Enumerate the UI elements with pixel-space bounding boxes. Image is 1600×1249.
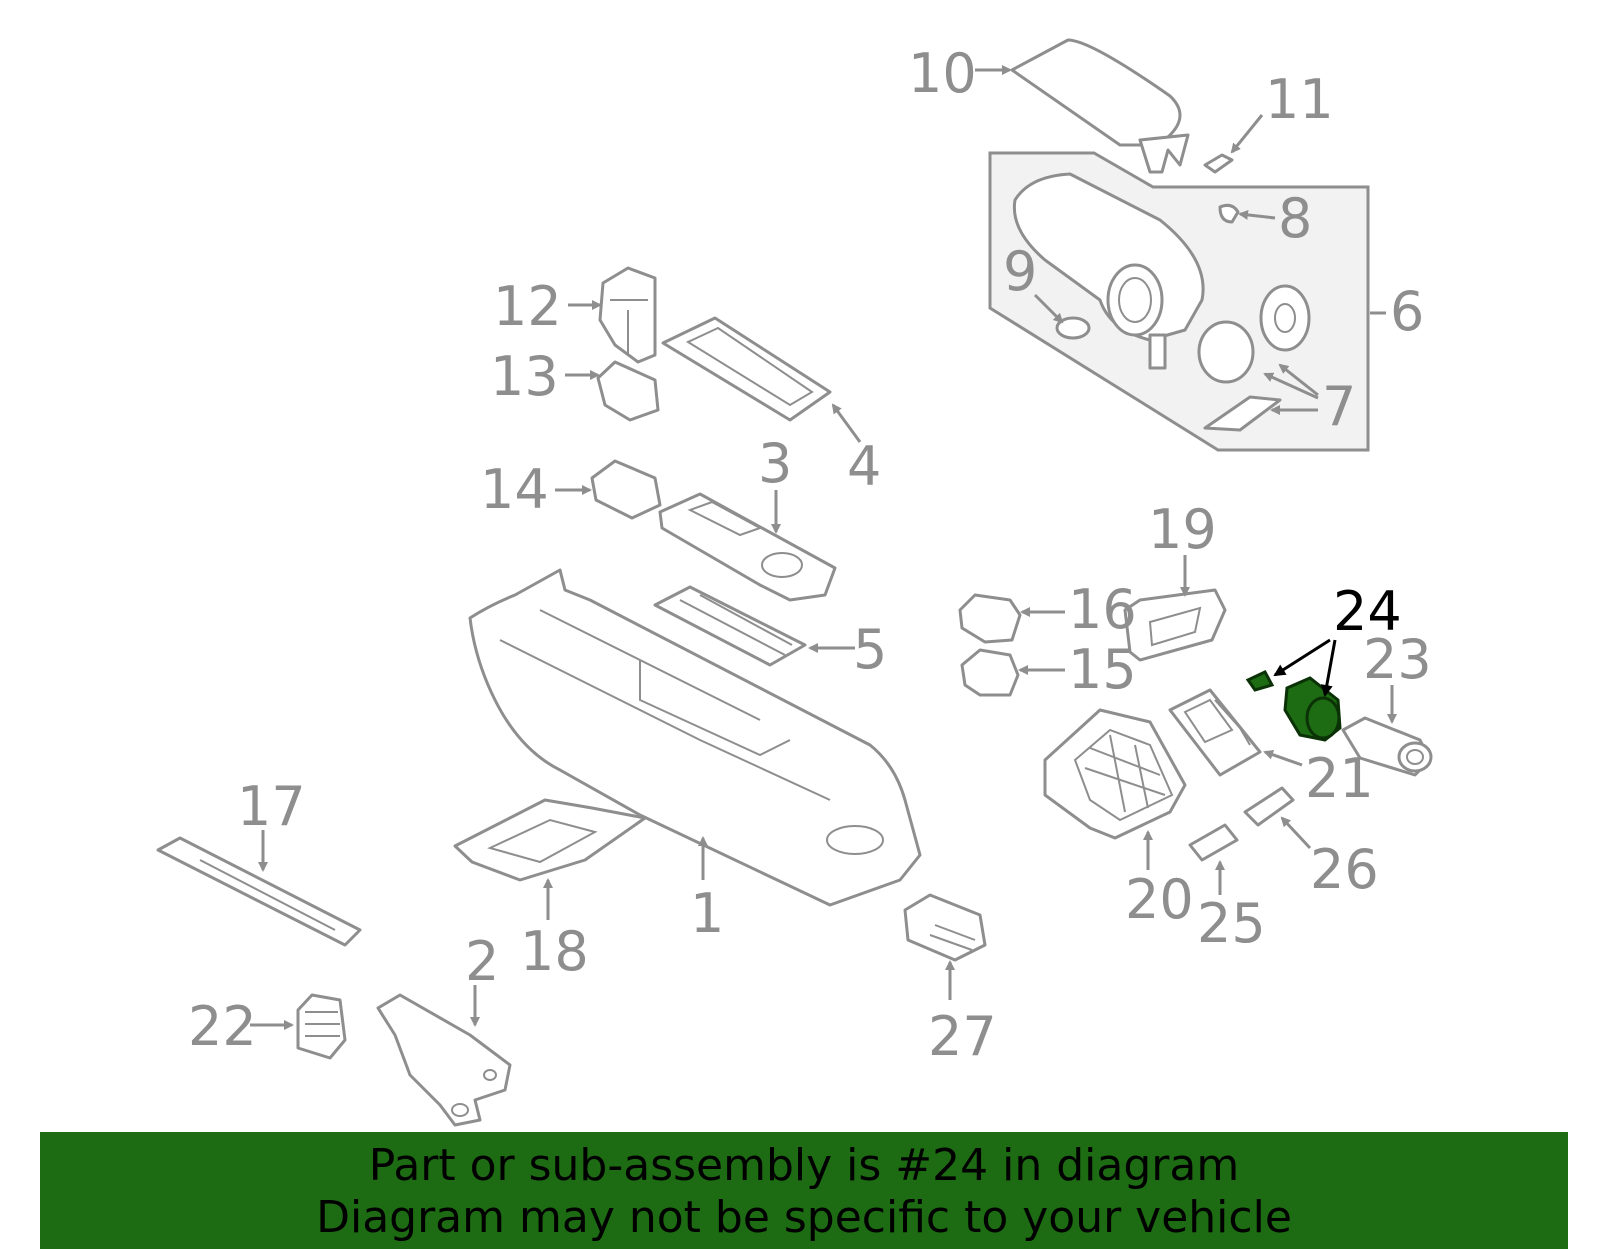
callout-1: 1 (690, 882, 724, 945)
tray-lid (661, 316, 832, 422)
bracket-part (598, 266, 657, 364)
banner-line-2: Diagram may not be specific to your vehi… (316, 1192, 1292, 1243)
callout-5: 5 (853, 618, 887, 681)
main-console (468, 568, 922, 907)
callout-7: 7 (1322, 375, 1356, 438)
callout-20: 20 (1125, 868, 1194, 931)
console-plate (453, 798, 647, 882)
callout-27: 27 (928, 1005, 997, 1068)
small-box-part (590, 459, 662, 520)
leader-arrows (250, 65, 1397, 1030)
callout-19: 19 (1148, 498, 1217, 561)
dash-vent (1043, 708, 1187, 840)
callout-25: 25 (1197, 892, 1266, 955)
small-vent (296, 993, 347, 1060)
knob-lower (960, 648, 1020, 697)
callout-26: 26 (1310, 838, 1379, 901)
switch-25 (1188, 823, 1239, 862)
armrest-lid (1010, 38, 1190, 174)
clip-part (1203, 153, 1234, 174)
callout-21: 21 (1305, 747, 1374, 810)
callout-12: 12 (493, 275, 562, 338)
callout-4: 4 (847, 435, 881, 498)
info-banner: Part or sub-assembly is #24 in diagram D… (40, 1132, 1568, 1249)
pocket-part (596, 360, 660, 422)
callout-23: 23 (1363, 628, 1432, 691)
callout-18: 18 (520, 920, 589, 983)
callout-13: 13 (490, 345, 559, 408)
callout-11: 11 (1265, 68, 1334, 131)
console-bracket (376, 993, 512, 1127)
switch-26 (1243, 786, 1295, 827)
callout-3: 3 (758, 432, 792, 495)
callout-22: 22 (188, 995, 257, 1058)
callout-2: 2 (465, 930, 499, 993)
banner-line-1: Part or sub-assembly is #24 in diagram (368, 1140, 1240, 1191)
cupholder-tray (658, 492, 837, 602)
callout-8: 8 (1278, 187, 1312, 250)
callout-14: 14 (480, 458, 549, 521)
callout-24: 24 (1333, 580, 1402, 643)
mat-part (653, 585, 807, 667)
lighter-part (1341, 716, 1433, 777)
trim-strip (156, 836, 362, 947)
callout-10: 10 (908, 42, 977, 105)
bezel-part (1123, 588, 1227, 662)
callout-9: 9 (1003, 240, 1037, 303)
vent-box (903, 893, 987, 962)
knob-upper (958, 593, 1022, 644)
callout-15: 15 (1068, 638, 1137, 701)
callout-labels: 10 11 8 9 6 7 12 13 4 3 14 5 19 16 15 24… (188, 42, 1432, 1068)
callout-6: 6 (1390, 280, 1424, 343)
callout-16: 16 (1068, 578, 1137, 641)
callout-17: 17 (237, 775, 306, 838)
switch-panel (1168, 688, 1262, 777)
